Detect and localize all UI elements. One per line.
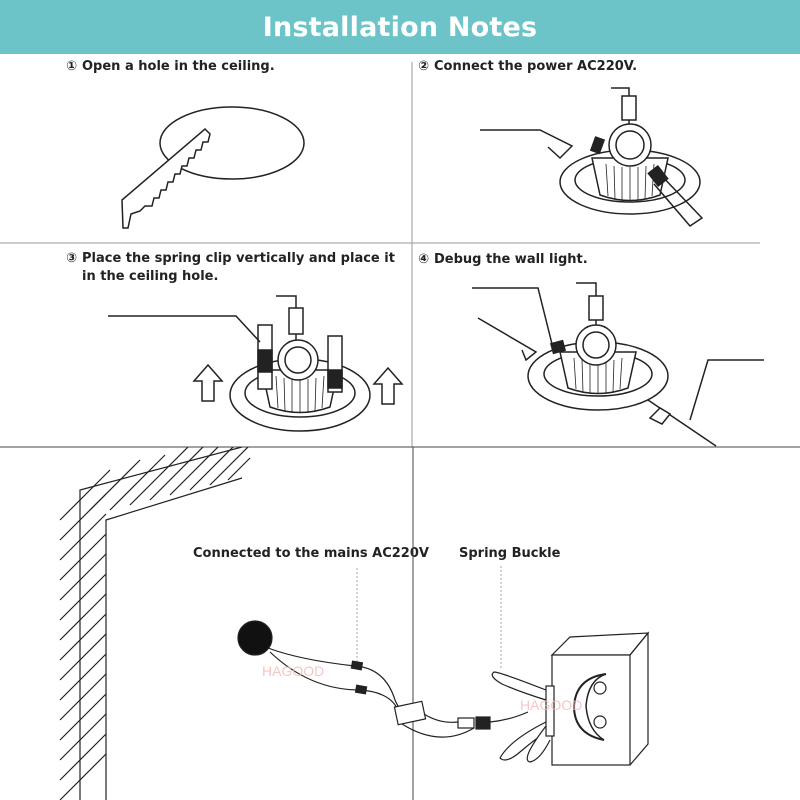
step-3-caption: ③ Place the spring clip vertically and pl…	[66, 250, 395, 286]
up-arrow-left-icon	[192, 363, 224, 402]
step-1-text: Open a hole in the ceiling.	[82, 59, 275, 74]
driver-and-cable	[237, 620, 529, 738]
saw-icon	[121, 127, 211, 229]
step-4-number: ④	[418, 252, 430, 267]
ceiling-hole-outline	[159, 106, 305, 180]
up-arrow-right-icon	[372, 366, 404, 405]
lamp-socket-outer	[608, 123, 652, 167]
step-3-text: Place the spring clip vertically and pla…	[82, 251, 395, 266]
watermark-left: HAGOOD	[262, 663, 324, 679]
power-wire	[611, 87, 630, 96]
lamp-housing-box	[551, 654, 631, 766]
step-2-connect-drawing	[480, 87, 704, 227]
power-connector	[621, 95, 637, 121]
spring-buckle-upper	[491, 671, 547, 701]
step-4-debug-drawing	[472, 282, 764, 447]
page-title: Installation Notes	[262, 11, 538, 43]
spring-clip-right	[653, 171, 704, 227]
step-2-caption: ② Connect the power AC220V.	[418, 58, 637, 76]
watermarks: HAGOOD HAGOOD	[262, 663, 582, 713]
panel-dividers	[0, 62, 800, 800]
step-4-caption: ④ Debug the wall light.	[418, 251, 588, 269]
step-1-number: ①	[66, 59, 78, 74]
step-1-caption: ① Open a hole in the ceiling.	[66, 58, 275, 76]
led-driver-box	[393, 700, 427, 726]
watermark-right: HAGOOD	[520, 697, 582, 713]
wall-hatching	[59, 447, 251, 800]
lamp-c-bracket	[572, 673, 607, 741]
step-3-insert-drawing	[108, 295, 404, 432]
callout-leaders	[356, 566, 502, 668]
spring-clip-left	[480, 129, 574, 160]
title-banner: Installation Notes	[0, 0, 800, 54]
step-1-saw-drawing	[121, 106, 305, 229]
wire-connector	[457, 717, 475, 729]
lamp-head	[237, 620, 273, 656]
recessed-lamp-with-buckles	[491, 631, 650, 766]
step-4-text: Debug the wall light.	[434, 252, 588, 267]
step-2-text: Connect the power AC220V.	[434, 59, 638, 74]
step-2-number: ②	[418, 59, 430, 74]
step-3-number: ③	[66, 251, 78, 266]
lamp-socket-inner	[615, 130, 645, 160]
mains-callout-label: Connected to the mains AC220V	[193, 546, 429, 561]
spring-buckle-callout-label: Spring Buckle	[459, 546, 561, 561]
step-3-text-continued: in the ceiling hole.	[82, 269, 219, 284]
spring-buckle-lower	[499, 721, 547, 761]
